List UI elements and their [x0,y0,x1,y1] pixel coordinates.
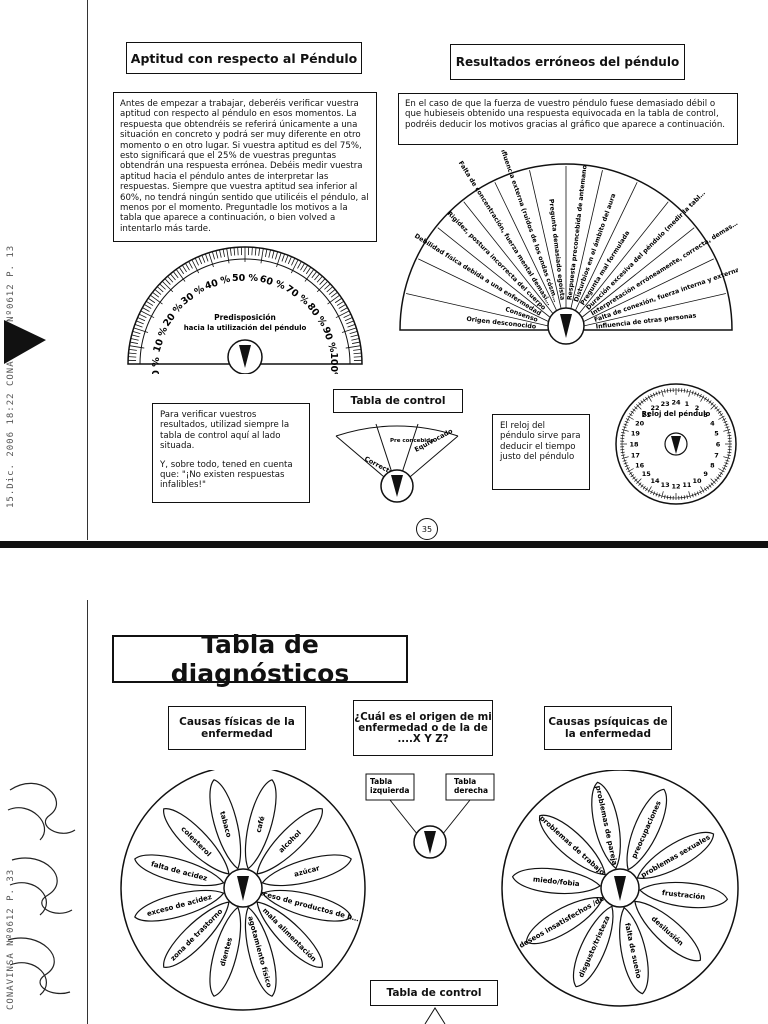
pendulum-icon [614,876,626,901]
pendulum-icon [671,436,681,454]
wheel-petal: agotamiento físico [244,906,277,997]
margin-stamp-top: 15.Dic. 2006 18:22 CONAVINSA Nº0612 P. 1… [6,244,16,508]
wheel-petal: café [244,779,277,870]
control-title: Tabla de control [350,395,446,407]
clock-number: 20 [635,420,645,428]
wheel-petal: desilusión [634,900,701,962]
psiquicas-title: Causas psíquicas de la enfermedad [548,716,668,740]
control-title-box: Tabla de control [333,389,463,413]
control-text-1: Para verificar vuestros resultados, util… [160,410,290,452]
clock-number: 7 [714,451,719,459]
page2-control-title-box: Tabla de control [370,980,498,1006]
pendulum-icon [237,876,249,901]
clock-number: 19 [631,430,641,438]
aptitud-text: Antes de empezar a trabajar, deberéis ve… [120,99,369,234]
page-number: 35 [416,518,438,540]
control-fan: Correcto Pre concebido Equivocado [335,423,459,503]
wheel-petal: falta de sueño [619,906,649,995]
reloj-title: Reloj del péndulo [642,410,711,418]
clock-number: 16 [635,462,645,470]
aptitud-title-box: Aptitud con respecto al Péndulo [126,42,362,74]
decorative-swirls [7,782,76,996]
wheel-petal: dientes [209,906,242,997]
page2-left-rule [87,600,88,1024]
gauge-label-2: hacia la utilización del péndulo [184,324,307,332]
clock-number: 17 [631,451,640,459]
pendulum-icon [391,475,403,497]
clock-number: 6 [716,441,721,449]
page1-left-rule [87,0,88,540]
fisicas-title: Causas físicas de la enfermedad [179,716,295,740]
wheel-petal: falta de acidez [134,854,225,887]
clock-number: 5 [714,430,719,438]
gauge-tick-label: 100% [328,352,339,374]
gauge-tick-label: 0 % [151,357,162,374]
erroneos-title-box: Resultados erróneos del péndulo [450,44,685,80]
pendulum-icon [560,314,572,338]
clock-number: 3 [703,411,708,419]
clock-number: 11 [682,481,692,489]
conavinsa-logo [4,320,46,364]
clock-number: 8 [710,462,715,470]
page2-control-title: Tabla de control [386,987,482,999]
wheel-petal: azúcar [261,854,352,887]
clock-number: 12 [671,483,680,491]
page-separator-bar [0,541,768,548]
erroneos-text-box: En el caso de que la fuerza de vuestro p… [398,93,738,145]
aptitud-gauge: 0 %10 %20 %30 %40 %50 %60 %70 %80 %90 %1… [127,246,363,374]
clock-number: 10 [692,477,702,485]
wheel-petal: frustración [638,881,729,909]
fisicas-title-box: Causas físicas de la enfermedad [168,706,306,750]
origen-title: ¿Cuál es el origen de mi enfermedad o de… [354,711,492,745]
pendulum-icon [239,345,251,368]
wheel-petal: miedo/fobia [511,867,602,895]
control-text-2: Y, sobre todo, tened en cuenta que: "¡No… [160,459,293,491]
clock-number: 24 [671,399,681,407]
reloj-text: El reloj del péndulo sirve para deducir … [500,421,581,463]
pendulum-icon [424,831,436,854]
clock-number: 13 [661,481,670,489]
clock-number: 14 [650,477,660,485]
psiquicas-title-box: Causas psíquicas de la enfermedad [544,706,672,750]
gauge-label-1: Predisposición [214,313,276,322]
clock-number: 15 [642,470,652,478]
clock-number: 1 [685,400,690,408]
origen-title-box: ¿Cuál es el origen de mi enfermedad o de… [353,700,493,756]
clock-number: 23 [661,400,670,408]
clock-number: 22 [650,404,659,412]
erroneos-text: En el caso de que la fuerza de vuestro p… [405,99,725,130]
wheel-petal: tabaco [209,779,242,870]
clock-number: 21 [642,411,652,419]
clock-number: 4 [710,420,715,428]
control-label-preconcebido: Pre concebido [390,438,434,444]
erroneos-title: Resultados erróneos del péndulo [455,55,680,69]
reloj-text-box: El reloj del péndulo sirve para deducir … [492,414,590,490]
wheel-petal: problemas de pareja [591,781,621,870]
clock-number: 18 [629,441,639,449]
aptitud-title: Aptitud con respecto al Péndulo [130,50,358,66]
page2-control-arrow [424,1007,446,1024]
aptitud-text-box: Antes de empezar a trabajar, deberéis ve… [113,92,377,242]
gauge-tick-label: 50 % [232,273,259,284]
diagnosticos-title: Tabla de diagnósticos [170,630,350,688]
control-text-box: Para verificar vuestros resultados, util… [152,403,310,503]
diagnosticos-title-box: Tabla de diagnósticos [112,630,408,688]
clock-number: 9 [703,470,708,478]
clock-number: 2 [695,404,700,412]
